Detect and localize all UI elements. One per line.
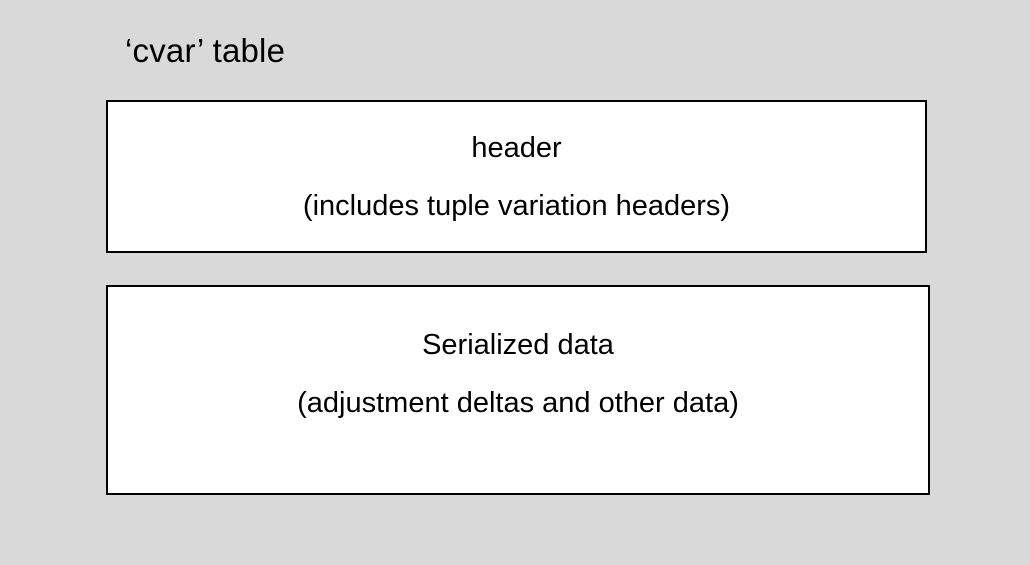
diagram-title: ‘cvar’ table xyxy=(125,32,286,69)
header-box-title: header xyxy=(471,131,562,164)
serialized-data-box-title: Serialized data xyxy=(422,329,614,361)
serialized-data-box-subtitle: (adjustment deltas and other data) xyxy=(297,387,739,419)
header-box-subtitle: (includes tuple variation headers) xyxy=(302,189,731,222)
serialized-data-box: Serialized data (adjustment deltas and o… xyxy=(106,285,930,495)
header-box: header (includes tuple variation headers… xyxy=(106,100,927,253)
